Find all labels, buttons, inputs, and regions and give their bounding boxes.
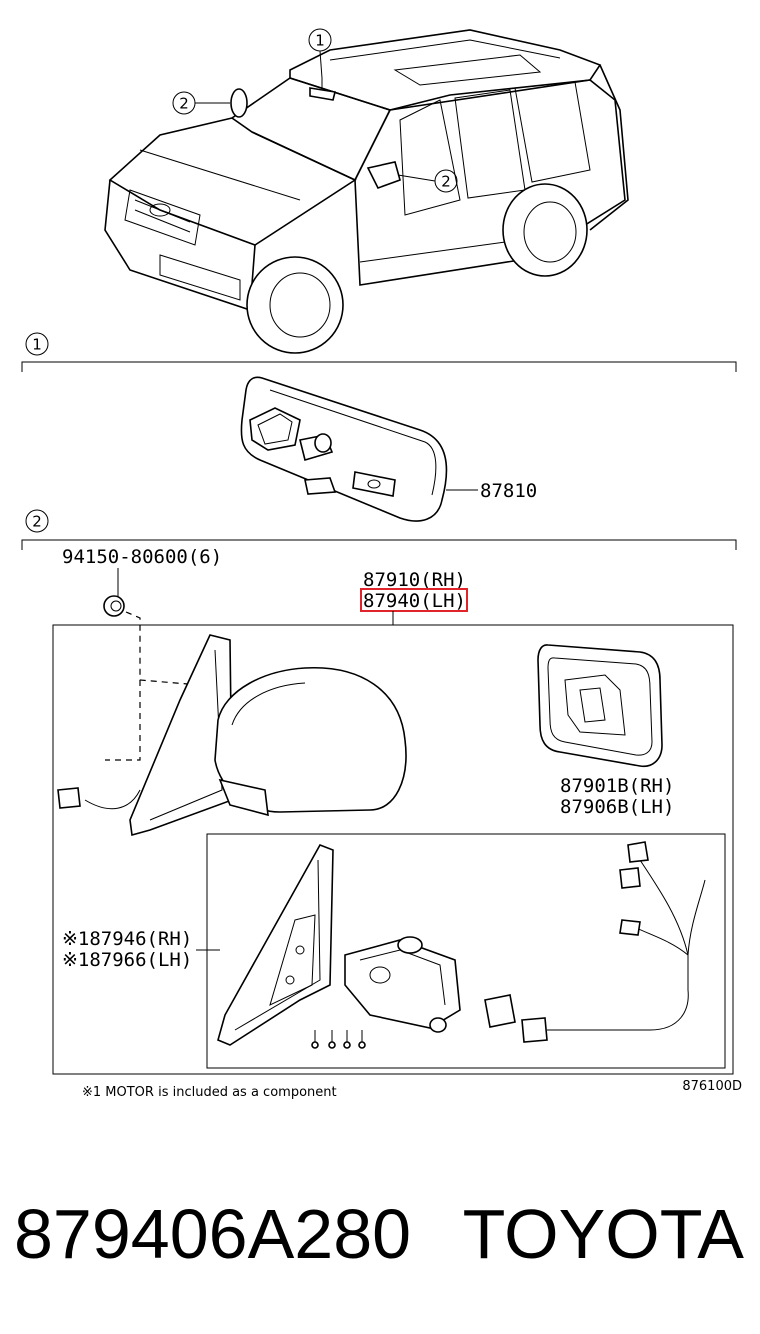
svg-text:2: 2 — [441, 173, 451, 191]
motor-subassembly-frame — [206, 833, 726, 1069]
small-screws — [311, 1030, 366, 1049]
callout-1-top: 1 — [308, 28, 332, 79]
assembly-frame — [52, 624, 734, 1075]
outer-mirror-assembly — [57, 634, 407, 837]
label-87940-lh: 87940(LH) — [363, 590, 466, 612]
label-87810: 87810 — [480, 480, 537, 502]
label-motor-rh: ※187946(RH) — [62, 928, 192, 950]
mirror-motor — [344, 936, 461, 1033]
label-screw: 94150-80600(6) — [62, 546, 222, 568]
svg-text:1: 1 — [32, 336, 42, 354]
part-number: 879406A280 — [14, 1195, 411, 1273]
brand-name: TOYOTA — [463, 1195, 745, 1273]
screw-part — [103, 595, 125, 617]
footnote: ※1 MOTOR is included as a component — [82, 1085, 337, 1100]
section-2-header: 2 — [21, 509, 737, 550]
mirror-glass — [537, 644, 663, 768]
svg-text:1: 1 — [315, 32, 325, 50]
callout-2-right-mirror: 2 — [397, 169, 458, 193]
label-87906b-lh: 87906B(LH) — [560, 796, 674, 818]
label-87910-rh: 87910(RH) — [363, 569, 466, 591]
label-87901b-rh: 87901B(RH) — [560, 775, 674, 797]
inner-rearview-mirror — [240, 376, 478, 522]
figure-code: 876100D — [682, 1079, 742, 1094]
callout-2-left-mirror: 2 — [172, 91, 230, 115]
section-1-header: 1 — [21, 332, 737, 372]
highlight-box — [360, 588, 468, 612]
svg-text:2: 2 — [32, 513, 42, 531]
label-motor-lh: ※187966(LH) — [62, 949, 192, 971]
vehicle-illustration — [104, 29, 629, 354]
mirror-bracket — [217, 844, 334, 1046]
wire-harness — [484, 841, 706, 1043]
svg-text:2: 2 — [179, 95, 189, 113]
